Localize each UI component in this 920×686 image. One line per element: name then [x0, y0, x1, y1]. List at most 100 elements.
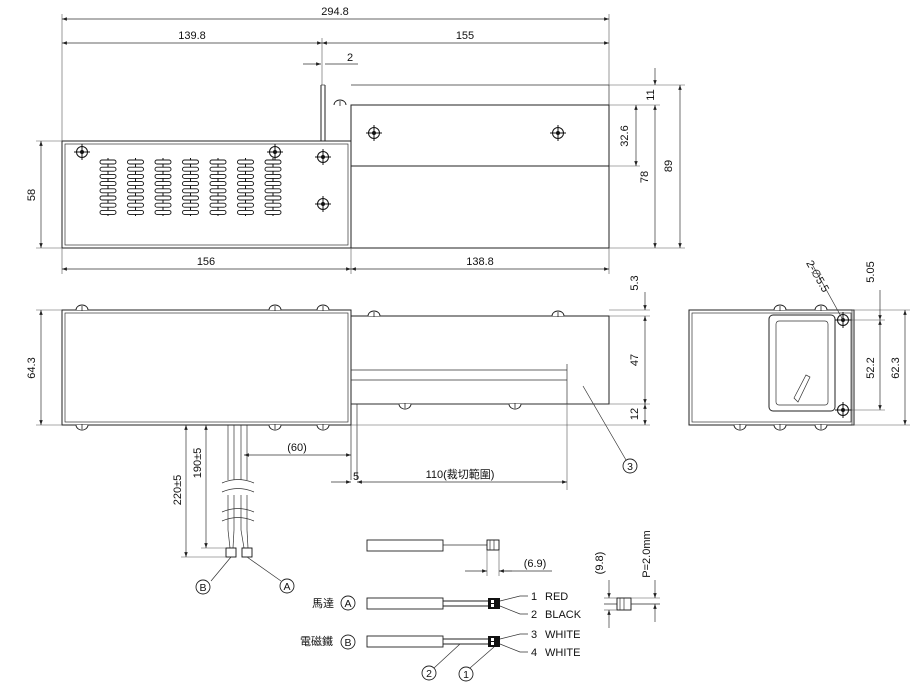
- screw-icon: [314, 195, 332, 213]
- dim-total-width: 294.8: [321, 6, 349, 18]
- right-housing-outline: [350, 104, 610, 249]
- left-housing-outline: [61, 140, 352, 249]
- callout-1: [458, 666, 474, 682]
- dim-left-height: 58: [26, 189, 38, 201]
- vent-slot: [209, 166, 227, 172]
- connector-icon: [486, 539, 500, 551]
- vent-slot: [209, 195, 227, 201]
- vent-slot: [154, 159, 172, 165]
- pin-2-number: 2: [531, 609, 537, 621]
- dim-side-hole: 2-∅5.5: [803, 258, 831, 294]
- left-housing-inner: [64, 143, 349, 246]
- dim-wire-long: 220±5: [172, 475, 184, 506]
- vent-slot: [264, 173, 282, 179]
- hole-icon: [834, 401, 852, 419]
- dim-bottom-left: 156: [197, 256, 215, 268]
- callout-2: [421, 665, 437, 681]
- vent-slot: [237, 209, 254, 215]
- pin-3-color: WHITE: [545, 629, 580, 641]
- dim-top-offset: 11: [645, 89, 657, 100]
- svg-text:B: B: [344, 637, 351, 649]
- vent-slot: [99, 209, 117, 215]
- vent-slot: [237, 159, 254, 165]
- dim-front-bottom: 12: [629, 408, 641, 420]
- dim-right-width: 155: [456, 30, 474, 42]
- screw-icon: [365, 124, 383, 142]
- vent-slot: [264, 159, 282, 165]
- vent-slot: [127, 173, 144, 179]
- vent-slot: [154, 195, 172, 201]
- dim-side-inner: 52.2: [865, 357, 877, 378]
- vent-slot: [264, 195, 282, 201]
- screw-icon: [73, 143, 91, 161]
- vent-slot: [182, 181, 199, 187]
- pin-3-number: 3: [531, 629, 537, 641]
- wiring-detail: (6.9) 馬達 A 1 RED 2 BLACK 電磁鐵 B 3 WHITE 4…: [300, 530, 660, 682]
- vent-slot: [182, 195, 199, 201]
- callout-a: [340, 595, 356, 611]
- vent-slot: [182, 159, 199, 165]
- vent-slot: [237, 173, 254, 179]
- front-housing-outline: [61, 309, 352, 426]
- side-bracket: [768, 314, 836, 412]
- vent-slot: [264, 166, 282, 172]
- side-view: 2-∅5.5 5.05 52.2 62.3: [688, 258, 910, 431]
- vent-slot: [209, 202, 227, 208]
- dim-pitch: P=2.0mm: [641, 530, 653, 577]
- wire-bundle: [221, 425, 255, 558]
- vent-slot: [237, 202, 254, 208]
- vent-slot: [237, 181, 254, 187]
- vent-slot: [99, 188, 117, 194]
- vent-slot: [127, 166, 144, 172]
- vent-slot: [182, 166, 199, 172]
- dim-bracket-height: 32.6: [619, 125, 631, 146]
- vent-slot: [182, 173, 199, 179]
- screw-icon: [549, 124, 567, 142]
- vent-slots: [99, 158, 282, 216]
- motor-cable-sleeve: [366, 597, 444, 610]
- pin-4-color: WHITE: [545, 647, 580, 659]
- vent-slot: [264, 209, 282, 215]
- vent-slot: [209, 209, 227, 215]
- vent-slot: [209, 188, 227, 194]
- solenoid-connector-icon: [488, 636, 500, 647]
- dim-side-top: 5.05: [865, 261, 877, 282]
- mount-bracket: [350, 104, 610, 167]
- pin-4-number: 4: [531, 647, 537, 659]
- cable-sleeve: [366, 539, 444, 552]
- front-view: 64.3 5.3 47 12: [26, 275, 650, 595]
- callout-a: [279, 578, 295, 594]
- connector-b-icon: [241, 547, 253, 558]
- motor-label: 馬達: [312, 597, 334, 610]
- svg-text:3: 3: [627, 461, 633, 473]
- pin-1-color: RED: [545, 591, 568, 603]
- vent-slot: [237, 188, 254, 194]
- vent-slot: [209, 173, 227, 179]
- solenoid-cable-sleeve: [366, 635, 444, 648]
- vent-slot: [99, 173, 117, 179]
- pin-1-number: 1: [531, 591, 537, 603]
- callout-b: [340, 634, 356, 650]
- dim-inner-height: 78: [639, 171, 651, 183]
- vent-slot: [154, 173, 172, 179]
- vent-slot: [182, 209, 199, 215]
- vent-slot: [237, 195, 254, 201]
- svg-text:2: 2: [426, 668, 432, 680]
- dim-cut-range: 110(裁切範圍): [426, 467, 495, 481]
- top-view: 294.8 139.8 155 2 11 32.6 78 89 58: [26, 6, 685, 274]
- vent-slot: [154, 181, 172, 187]
- dim-side-total: 62.3: [890, 357, 902, 378]
- dim-connector-length: (6.9): [524, 558, 547, 570]
- vent-slot: [127, 181, 144, 187]
- svg-text:1: 1: [463, 669, 469, 681]
- vent-slot: [99, 202, 117, 208]
- pin-2-color: BLACK: [545, 609, 582, 621]
- svg-text:A: A: [344, 598, 351, 610]
- vent-slot: [237, 166, 254, 172]
- front-tray: [350, 315, 610, 405]
- vent-slot: [99, 195, 117, 201]
- vent-slot: [99, 159, 117, 165]
- vent-slot: [209, 181, 227, 187]
- vent-slot: [154, 188, 172, 194]
